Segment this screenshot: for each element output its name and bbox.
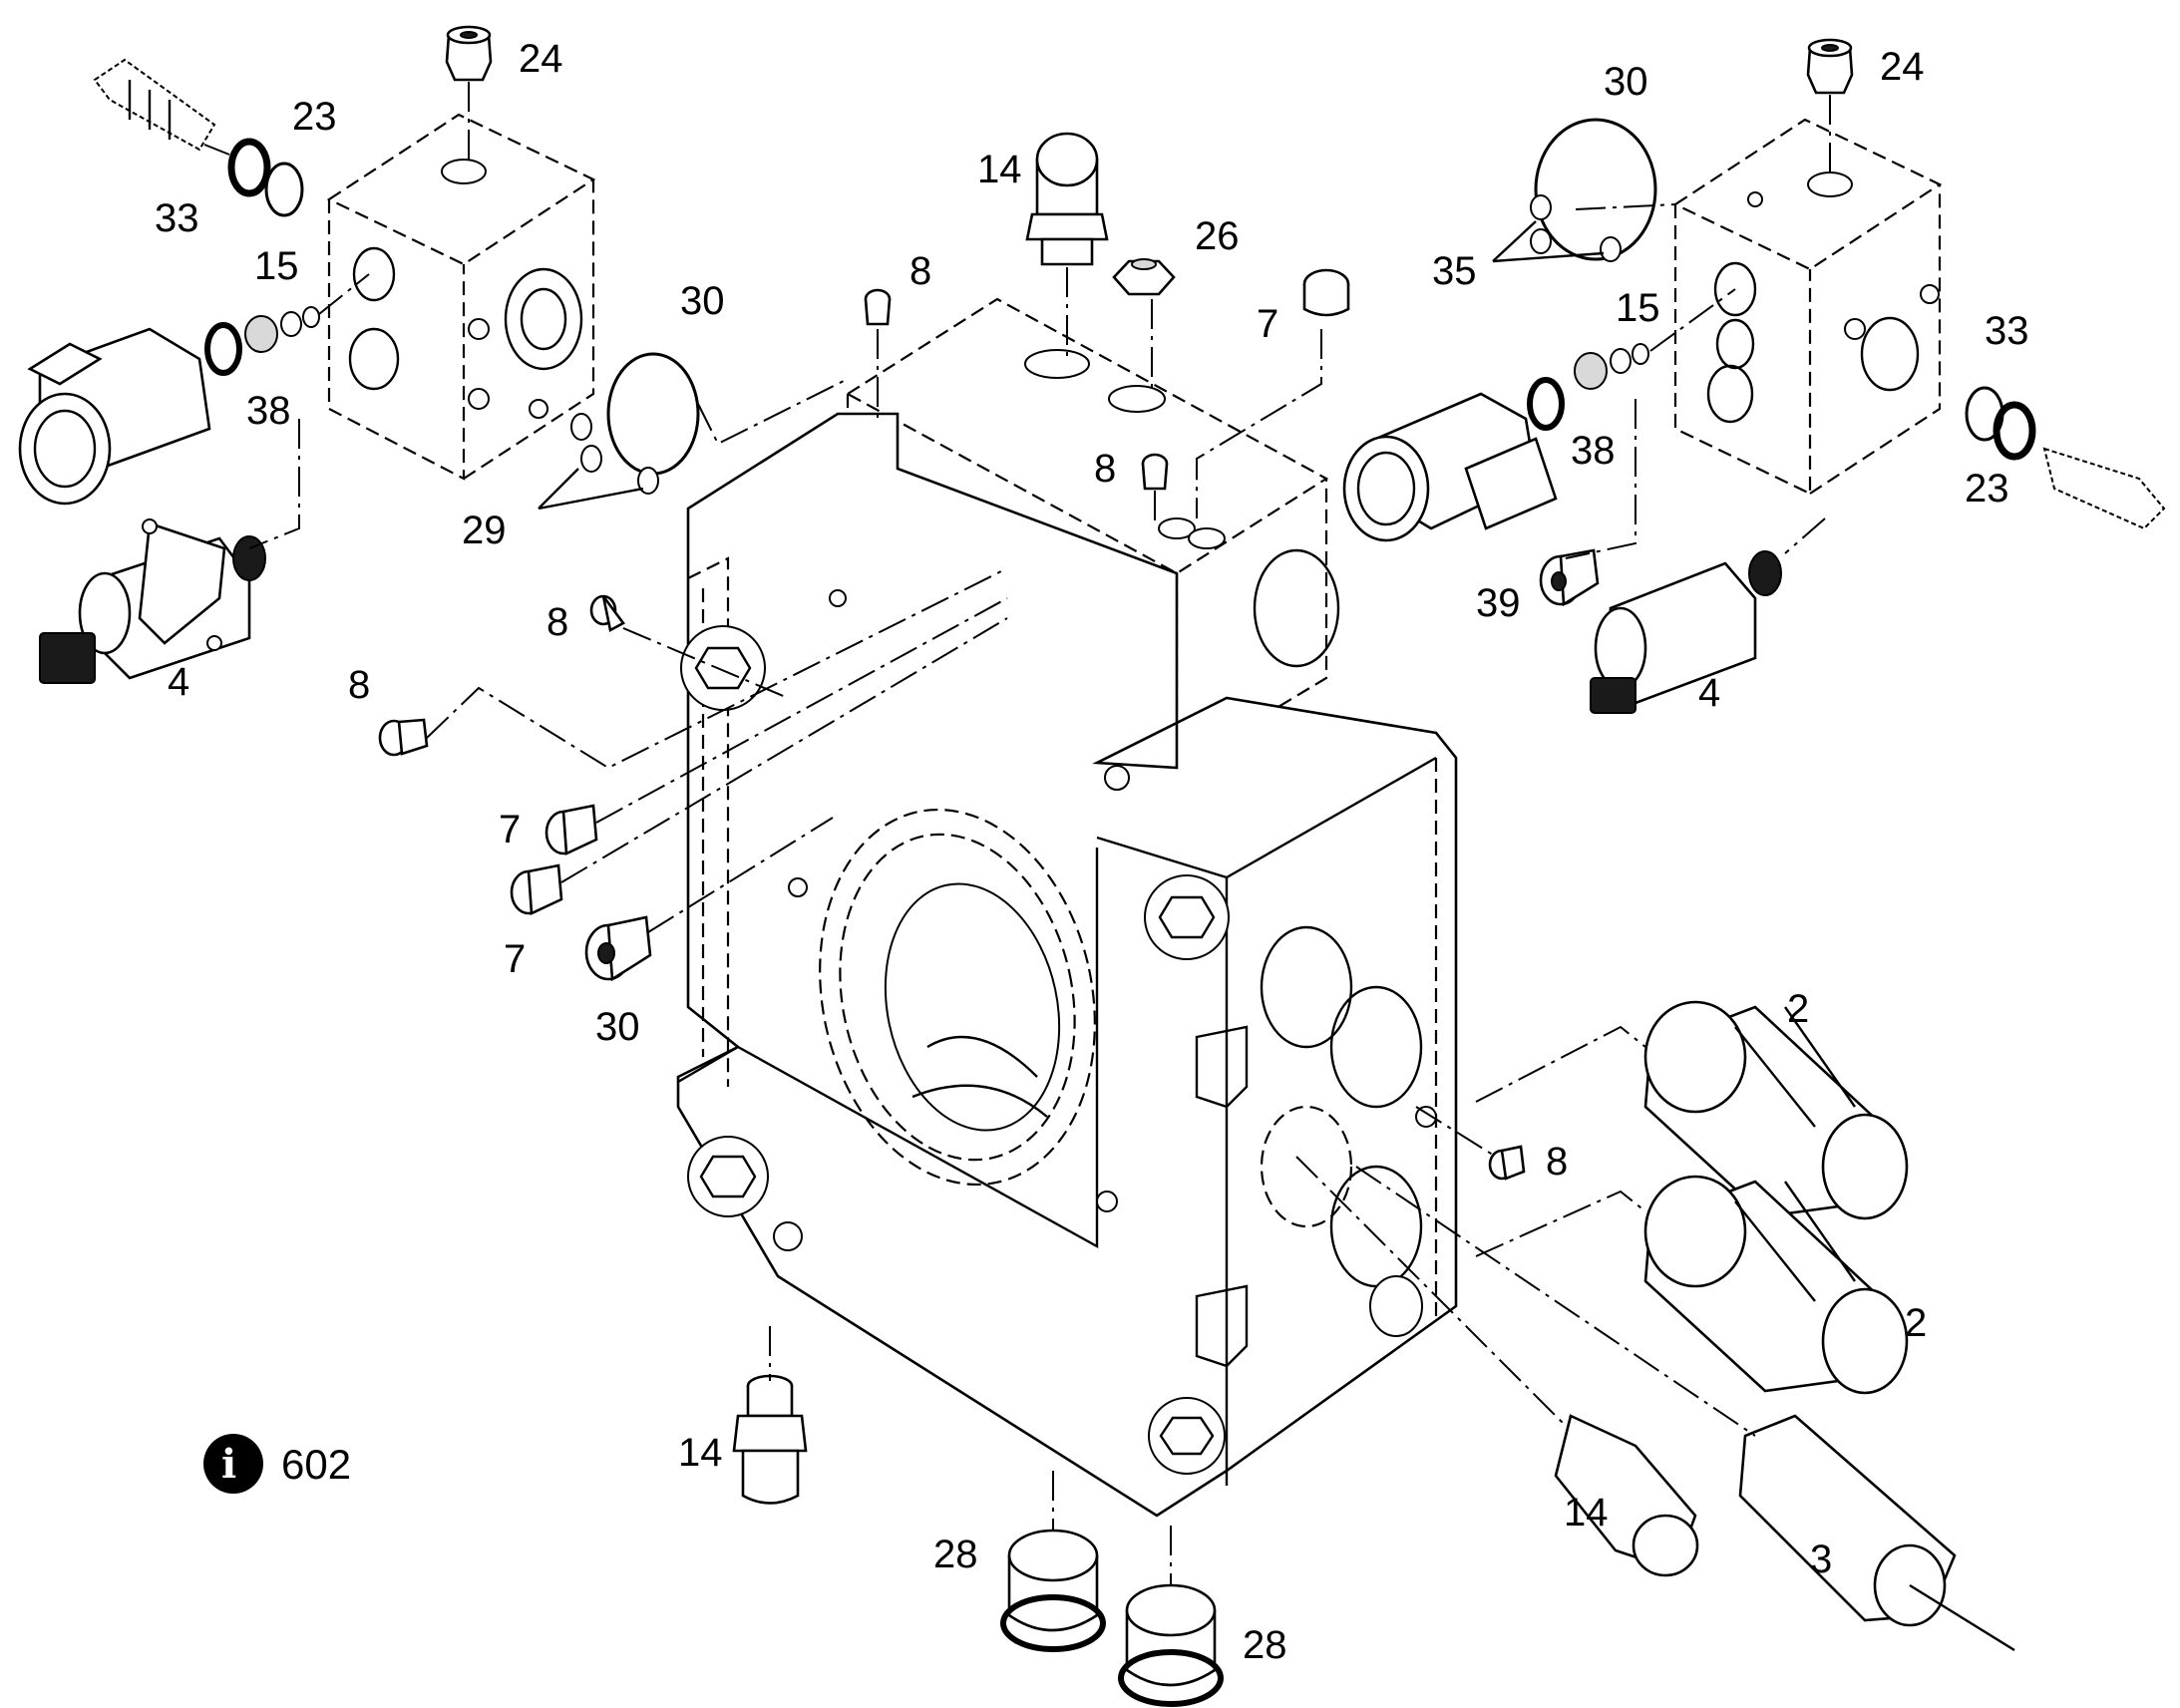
callout-29: 29	[462, 509, 507, 552]
callout-33-left: 33	[155, 196, 199, 240]
plug-7-left-b	[510, 863, 563, 915]
callout-8-mid: 8	[1094, 447, 1116, 491]
callout-30-left: 30	[680, 279, 725, 323]
svg-text:i: i	[221, 1441, 236, 1488]
callout-24-right: 24	[1880, 45, 1925, 89]
plug-24-left	[445, 25, 493, 82]
callout-15-left: 15	[254, 244, 299, 288]
callout-4-left: 4	[168, 660, 189, 704]
callout-8-top: 8	[909, 249, 931, 293]
plug-39	[1539, 548, 1600, 607]
leader-lines	[203, 82, 1831, 1585]
callout-14-left: 14	[678, 1431, 723, 1475]
o-ring-38-right	[1527, 377, 1565, 431]
check-valve-15-left	[244, 306, 320, 353]
main-valve-housing	[676, 297, 1458, 1518]
info-icon: i	[203, 1434, 263, 1494]
callout-8-far-left: 8	[348, 663, 370, 707]
callout-15-right: 15	[1616, 286, 1660, 330]
callout-2-lower: 2	[1905, 1301, 1927, 1345]
solenoid-upper-left	[18, 327, 211, 506]
cartridge-valve-2-lower	[1643, 1175, 1909, 1395]
callout-labels: 24 23 33 15 38 30 29 4 8 8 8 8 7 7 7 30 …	[155, 37, 2029, 1667]
plug-7-left-a	[545, 804, 598, 855]
screw-8-far-left	[378, 718, 429, 757]
callout-24-left: 24	[519, 37, 563, 81]
pressure-sensor-upper-left	[93, 58, 216, 152]
proportional-valve-4-right	[1590, 550, 1782, 714]
pressure-sensor-14-left	[732, 1374, 808, 1505]
o-rings-29	[538, 413, 659, 511]
cap-28-left	[1000, 1529, 1106, 1652]
callout-30-lower: 30	[595, 1005, 640, 1049]
callout-39: 39	[1476, 581, 1521, 625]
o-ring-23-right	[1993, 401, 2036, 461]
pressure-sensor-14-top	[1025, 132, 1109, 266]
callout-30-right: 30	[1604, 60, 1648, 104]
callout-26: 26	[1195, 214, 1240, 258]
callout-38-left: 38	[246, 389, 291, 433]
callout-7-top: 7	[1257, 302, 1278, 346]
o-ring-38-left	[204, 322, 242, 376]
pressure-sensor-14-right	[1554, 1414, 1699, 1577]
callout-8-right: 8	[1546, 1140, 1568, 1184]
screw-8-top	[864, 288, 892, 326]
cap-28-right	[1118, 1583, 1224, 1707]
callout-2-upper: 2	[1787, 987, 1809, 1031]
temperature-sensor-3	[1738, 1414, 2015, 1652]
gasket-30-right	[1534, 118, 1657, 261]
left-valve-block	[326, 113, 596, 481]
proportional-valve-4-left	[39, 518, 266, 684]
callout-28-left: 28	[933, 1533, 978, 1576]
screw-8-right	[1488, 1145, 1526, 1181]
o-ring-33-left	[227, 138, 271, 197]
o-ring-23-left	[264, 162, 304, 217]
callout-23-left: 23	[292, 95, 337, 139]
info-note: i 602	[203, 1434, 351, 1494]
callout-38-right: 38	[1571, 429, 1616, 473]
pressure-sensor-upper-right	[2042, 447, 2166, 530]
callout-7-left-b: 7	[504, 937, 526, 981]
info-note-number: 602	[281, 1441, 351, 1488]
callout-4-right: 4	[1698, 671, 1720, 715]
o-rings-35	[1492, 194, 1622, 263]
cartridge-valve-2-upper	[1643, 1000, 1909, 1220]
plug-24-right	[1806, 38, 1854, 95]
callout-28-right: 28	[1243, 1623, 1287, 1667]
callout-23-right: 23	[1965, 467, 2009, 511]
plug-7-top	[1302, 268, 1350, 317]
plug-30-lower	[584, 915, 652, 982]
screw-8-mid	[1141, 453, 1169, 491]
callout-14-top: 14	[977, 148, 1022, 191]
callout-14-right: 14	[1564, 1491, 1609, 1535]
callout-8-left: 8	[546, 600, 568, 644]
gasket-30-left	[606, 352, 700, 476]
screw-8-left	[589, 594, 625, 632]
right-valve-block	[1672, 118, 1943, 496]
callout-33-right: 33	[1985, 309, 2029, 353]
callout-35: 35	[1432, 249, 1477, 293]
callout-7-left-a: 7	[499, 808, 521, 852]
solenoid-upper-right	[1342, 392, 1558, 542]
hex-plug-26	[1112, 258, 1176, 296]
check-valve-15-right	[1574, 343, 1649, 390]
callout-3: 3	[1810, 1537, 1832, 1581]
